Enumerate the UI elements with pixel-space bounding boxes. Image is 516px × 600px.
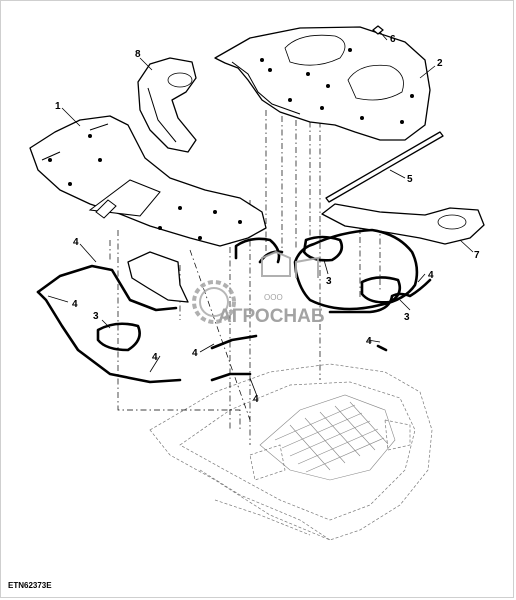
gear-icon: [192, 280, 236, 324]
callout-4-c: 4: [428, 270, 434, 281]
part-1-front-panel: [29, 115, 267, 247]
callout-labels: 1 2 6 8 5 7 4 4 3 3 3 4 4 4 4 4: [55, 34, 480, 405]
watermark-brand: АГРОСНАБ: [218, 306, 325, 327]
seal-4-d: [210, 334, 258, 350]
building-icon: [261, 250, 319, 278]
seal-4-a: [234, 237, 281, 264]
part-7-duct: [321, 203, 485, 245]
callout-3-left: 3: [93, 311, 99, 322]
callout-6: 6: [390, 34, 396, 45]
vehicle-body-outline: [149, 363, 433, 541]
gasket-3-right: [360, 276, 402, 304]
part-8-duct: [137, 57, 197, 153]
seal-4-f: [376, 344, 388, 352]
callout-1: 1: [55, 101, 61, 112]
lower-duct: [127, 251, 189, 303]
callout-3-right: 3: [404, 312, 410, 323]
callout-4-a: 4: [73, 237, 79, 248]
gasket-3-upper: [302, 235, 344, 262]
callout-4-d: 4: [152, 352, 158, 363]
callout-4-g: 4: [253, 394, 259, 405]
seal-4-e: [210, 372, 252, 382]
callout-8: 8: [135, 49, 141, 60]
leader-lines: [47, 31, 474, 397]
callout-5: 5: [407, 174, 413, 185]
callout-4-e: 4: [192, 348, 198, 359]
part-2-upper-panel: [214, 26, 431, 141]
part-5-rod: [325, 131, 444, 203]
seals: [36, 228, 432, 384]
callout-7: 7: [474, 250, 480, 261]
watermark-logo: ООО АГРОСНАБ: [192, 250, 325, 327]
seal-4-c: [328, 278, 432, 314]
figure-code: ETN62373E: [8, 581, 52, 590]
callout-4-b: 4: [72, 299, 78, 310]
gasket-3-left: [96, 322, 141, 352]
callout-3-center: 3: [326, 276, 332, 287]
assembly-lines: [109, 108, 381, 445]
callout-2: 2: [437, 58, 443, 69]
seal-4-left-upper: [36, 264, 178, 312]
seal-4-left-lower: [36, 290, 182, 384]
callout-4-f: 4: [366, 336, 372, 347]
watermark-small-text: ООО: [264, 293, 283, 302]
vehicle-floor-grid: [274, 401, 389, 473]
seal-4-b: [293, 228, 419, 311]
